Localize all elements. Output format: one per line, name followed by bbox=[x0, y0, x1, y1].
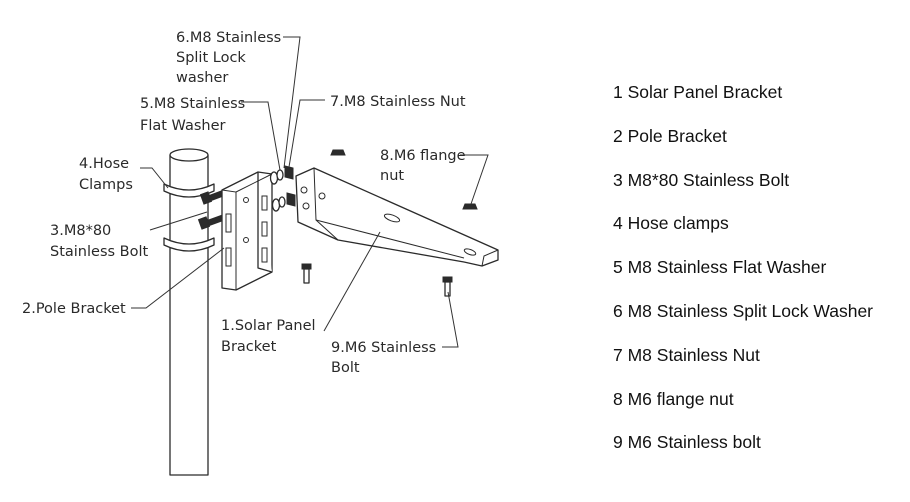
m6-flange-nuts bbox=[330, 149, 478, 210]
callout-1-line1: 1.Solar Panel bbox=[221, 318, 316, 334]
pole bbox=[169, 148, 209, 476]
callout-4-line1: 4.Hose bbox=[79, 156, 129, 172]
callout-4-line2: Clamps bbox=[79, 177, 133, 193]
legend-item-1: 1 Solar Panel Bracket bbox=[613, 82, 783, 102]
hose-clamp-upper bbox=[163, 183, 215, 198]
parts-legend: 1 Solar Panel Bracket 2 Pole Bracket 3 M… bbox=[613, 82, 908, 476]
legend-item-2: 2 Pole Bracket bbox=[613, 125, 727, 146]
legend-item-4: 4 Hose clamps bbox=[613, 213, 729, 234]
m8-flat-washers bbox=[269, 171, 281, 212]
exploded-assembly-diagram: 6.M8 Stainless Split Lock washer 7.M8 St… bbox=[22, 30, 499, 476]
callout-6-line2: Split Lock bbox=[176, 50, 246, 66]
callout-2: 2.Pole Bracket bbox=[22, 301, 126, 317]
callout-6-line3: washer bbox=[176, 70, 228, 86]
legend-item-5: 5 M8 Stainless Flat Washer bbox=[613, 257, 827, 278]
callout-8-line1: 8.M6 flange bbox=[380, 148, 466, 164]
m8-nuts bbox=[284, 165, 296, 207]
callout-3-line1: 3.M8*80 bbox=[50, 223, 111, 239]
solar-panel-bracket bbox=[295, 167, 499, 267]
m6-bolts bbox=[301, 263, 453, 297]
callout-3-line2: Stainless Bolt bbox=[50, 244, 149, 260]
pole-bracket bbox=[221, 171, 273, 291]
callout-labels: 6.M8 Stainless Split Lock washer 7.M8 St… bbox=[22, 30, 466, 376]
leader-lines bbox=[131, 36, 489, 348]
callout-9-line1: 9.M6 Stainless bbox=[331, 340, 436, 356]
legend-item-6: 6 M8 Stainless Split Lock Washer bbox=[613, 300, 874, 321]
legend-item-7: 7 M8 Stainless Nut bbox=[613, 344, 760, 365]
m8-split-lock-washers bbox=[276, 169, 286, 208]
callout-8-line2: nut bbox=[380, 168, 404, 184]
legend-item-8: 8 M6 flange nut bbox=[613, 388, 734, 409]
legend-item-9: 9 M6 Stainless bolt bbox=[613, 432, 761, 453]
callout-6-line1: 6.M8 Stainless bbox=[176, 30, 281, 46]
callout-5-line2: Flat Washer bbox=[140, 118, 226, 134]
legend-item-3: 3 M8*80 Stainless Bolt bbox=[613, 169, 790, 190]
callout-1-line2: Bracket bbox=[221, 339, 277, 355]
callout-9-line2: Bolt bbox=[331, 360, 360, 376]
callout-5-line1: 5.M8 Stainless bbox=[140, 96, 245, 112]
hose-clamp-lower bbox=[163, 237, 215, 252]
callout-7: 7.M8 Stainless Nut bbox=[330, 94, 466, 110]
